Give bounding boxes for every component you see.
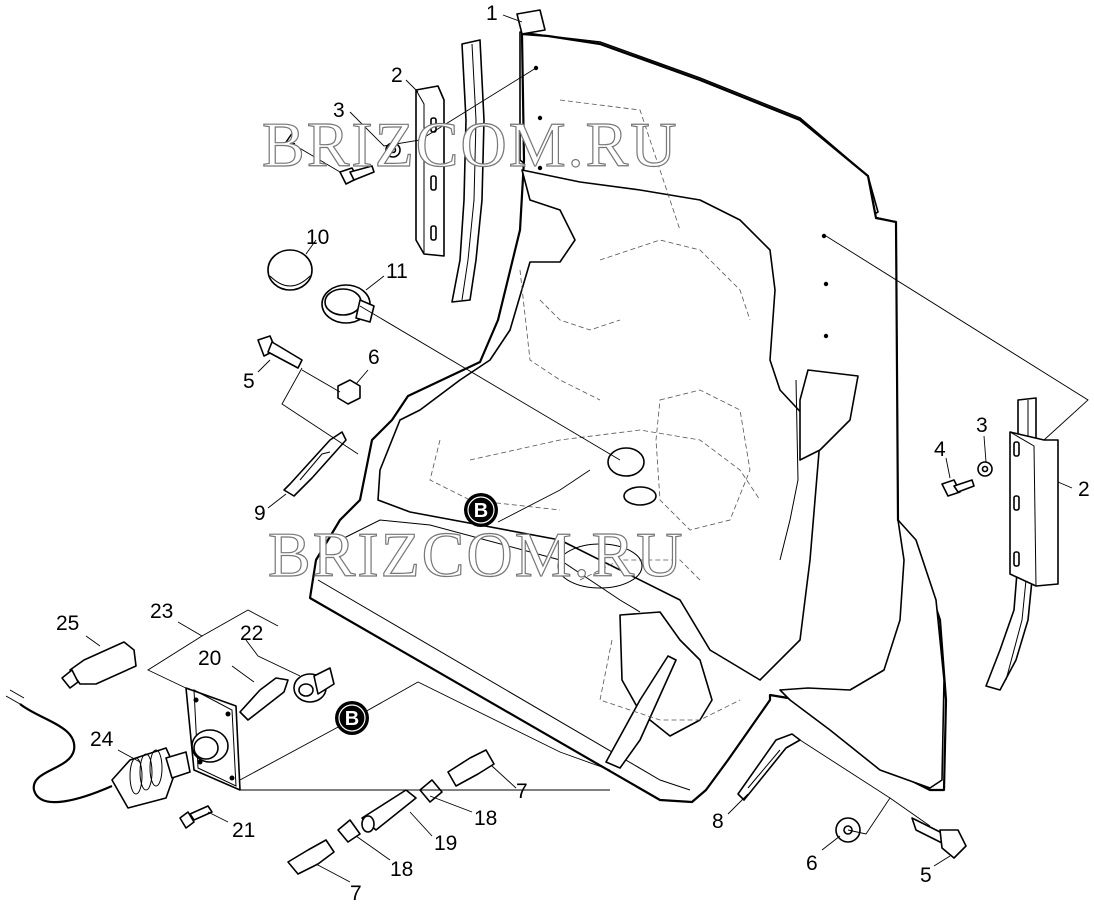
callout-8: 8 xyxy=(712,810,724,833)
callout-18: 18 xyxy=(390,858,413,881)
callout-6: 6 xyxy=(368,346,380,369)
callout-21: 21 xyxy=(232,819,255,842)
bracket-2-left xyxy=(415,85,445,257)
callout-2: 2 xyxy=(391,64,403,87)
callout-4: 4 xyxy=(284,130,296,153)
detail-callout-b-label: B xyxy=(345,708,359,730)
watermark-top: BRIZCOM.RU xyxy=(262,109,679,180)
callout-18: 18 xyxy=(474,807,497,830)
callout-9: 9 xyxy=(254,502,266,525)
callout-23: 23 xyxy=(150,600,173,623)
detail-callout-b-lower: B xyxy=(335,701,369,735)
callout-4: 4 xyxy=(934,438,946,461)
callout-5: 5 xyxy=(243,370,255,393)
detail-callout-b-label: B xyxy=(474,500,488,522)
connector-assembly xyxy=(5,641,495,875)
callout-labels: 1 2 3 4 10 11 5 6 9 4 3 2 23 25 22 20 24… xyxy=(56,2,1090,905)
callout-24: 24 xyxy=(90,728,114,751)
callout-10: 10 xyxy=(306,226,329,249)
callout-25: 25 xyxy=(56,612,79,635)
callout-7: 7 xyxy=(350,882,362,905)
detail-callout-b-upper: B xyxy=(464,493,498,527)
callout-3: 3 xyxy=(976,414,988,437)
leader-lines xyxy=(85,14,1089,883)
watermark-bottom: BRIZCOM.RU xyxy=(268,519,685,590)
callout-2: 2 xyxy=(1078,478,1090,501)
callout-5: 5 xyxy=(920,864,932,887)
bracket-2-right xyxy=(1009,431,1059,587)
callout-19: 19 xyxy=(434,832,457,855)
callout-7: 7 xyxy=(516,780,528,803)
callout-20: 20 xyxy=(198,647,221,670)
callout-6: 6 xyxy=(806,852,818,875)
callout-1: 1 xyxy=(486,2,498,25)
main-housing xyxy=(308,9,948,804)
callout-3: 3 xyxy=(333,99,345,122)
callout-11: 11 xyxy=(386,260,408,283)
callout-22: 22 xyxy=(240,622,263,645)
hardware xyxy=(257,142,993,859)
